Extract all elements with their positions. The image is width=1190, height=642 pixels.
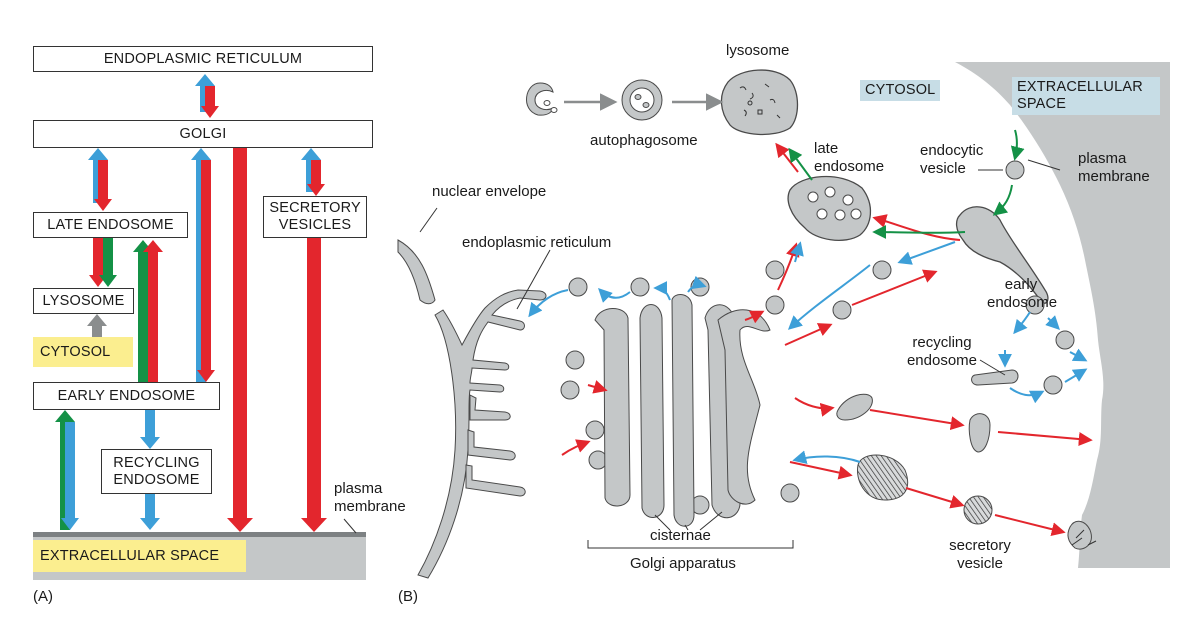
extracellular-space-highlight: EXTRACELLULAR SPACE [33,540,246,572]
cytosol-label-b: CYTOSOL [860,80,941,101]
late-endosome-label: late endosome [814,140,885,175]
er-label-b: endoplasmic reticulum [462,234,612,251]
arrow-golgi-plasma-membrane [227,148,253,532]
panel-b-letter: (B) [398,588,418,605]
extracellular-space-region [955,62,1170,568]
lysosome-shape [720,69,799,136]
arrow-golgi-secretory [301,148,325,196]
panel-b-diagram [397,62,1170,579]
plasma-membrane-label-b: plasma membrane [1078,150,1150,185]
arrow-golgi-late-endosome [88,148,112,211]
phagophore [526,82,554,116]
arrow-cytosol-lysosome [87,314,107,337]
arrow-early-late-endosome [133,240,163,382]
recycling-endosome-box: RECYCLING ENDOSOME [101,449,212,494]
late-endosome-shape [787,175,872,241]
er-box: ENDOPLASMIC RETICULUM [33,46,373,72]
panel-a-diagram [33,74,366,580]
arrow-secretory-plasma-membrane [301,238,327,532]
plasma-membrane-line [33,532,366,537]
extracellular-space-label-b: EXTRACELLULAR SPACE [1012,77,1160,115]
exocytosis-site [1067,520,1092,550]
green-transport-arrows [788,129,1025,240]
cisternae-label: cisternae [650,527,711,544]
recycling-endosome-label: recycling endosome [906,334,978,369]
arrow-recycling-plasma [140,494,160,530]
cytosol-highlight: CYTOSOL [33,337,133,367]
arrow-early-recycling [140,410,160,449]
nuclear-envelope [397,239,436,305]
arrow-late-endosome-lysosome [89,238,117,287]
transport-vesicles [765,260,1075,503]
early-endosome-box: EARLY ENDOSOME [33,382,220,410]
secretory-vesicle-label: secretory vesicle [949,537,1011,572]
secretory-vesicles-box: SECRETORY VESICLES [263,196,367,238]
arrow-plasma-early-endosome [55,410,79,530]
early-endosome-label: early endosome [987,276,1058,311]
late-endosome-box: LATE ENDOSOME [33,212,188,238]
endocytic-vesicle-label: endocytic vesicle [920,142,984,177]
golgi-cisternae [594,294,771,527]
lysosome-box: LYSOSOME [33,288,134,314]
lysosome-label: lysosome [726,42,790,59]
arrow-er-golgi [195,74,219,118]
golgi-apparatus-label: Golgi apparatus [630,555,736,572]
endocytic-vesicle-shape [1005,160,1025,180]
secretory-vesicle-shape [963,495,993,525]
panel-a-letter: (A) [33,588,53,605]
autophagosome-label: autophagosome [590,132,698,149]
plasma-membrane-pointer [343,518,357,534]
nuclear-envelope-label: nuclear envelope [432,183,547,200]
red-transport-arrows [561,142,1093,537]
plasma-membrane-label-a: plasma membrane [334,480,406,515]
golgi-box: GOLGI [33,120,373,148]
endoplasmic-reticulum [417,289,547,579]
blue-transport-arrows [528,241,1088,465]
arrow-golgi-early-endosome [191,148,215,382]
